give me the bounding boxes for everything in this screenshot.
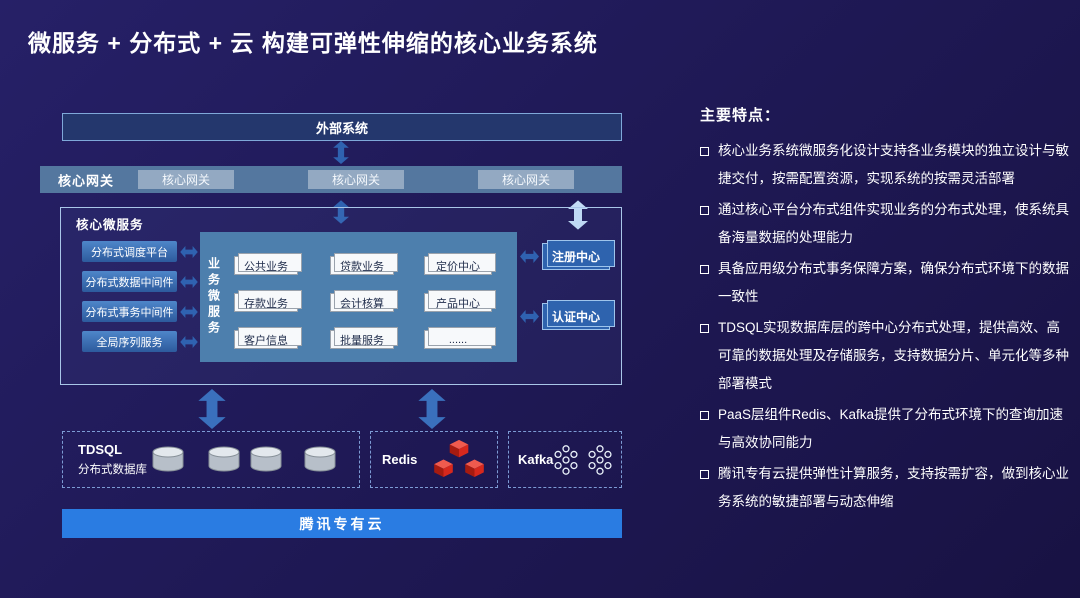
redis-box	[370, 431, 498, 488]
middleware-box: 全局序列服务	[82, 331, 177, 352]
feature-item: 通过核心平台分布式组件实现业务的分布式处理，使系统具备海量数据的处理能力	[700, 196, 1072, 252]
middleware-box: 分布式调度平台	[82, 241, 177, 262]
square-bullet-icon	[700, 411, 709, 420]
horizontal-double-arrow-icon	[180, 306, 198, 318]
feature-item: 核心业务系统微服务化设计支持各业务模块的独立设计与敏捷交付，按需配置资源，实现系…	[700, 137, 1072, 193]
external-system-box: 外部系统	[62, 113, 622, 141]
business-microservices-label: 业务微服务	[206, 257, 221, 337]
page-title: 微服务 + 分布式 + 云 构建可弹性伸缩的核心业务系统	[28, 30, 598, 56]
feature-item: 腾讯专有云提供弹性计算服务，支持按需扩容，做到核心业务系统的敏捷部署与动态伸缩	[700, 460, 1072, 516]
vertical-double-arrow-icon	[198, 389, 226, 429]
database-cylinder-icon	[150, 446, 186, 473]
database-cylinder-icon	[206, 446, 242, 473]
kafka-box	[508, 431, 622, 488]
auth-center-box: 认证中心	[542, 300, 615, 330]
vertical-double-arrow-icon	[418, 389, 446, 429]
square-bullet-icon	[700, 147, 709, 156]
horizontal-double-arrow-icon	[180, 246, 198, 258]
kafka-name: Kafka	[518, 452, 554, 467]
horizontal-double-arrow-icon	[180, 336, 198, 348]
registry-center-box: 注册中心	[542, 240, 615, 270]
features-panel: 主要特点： 核心业务系统微服务化设计支持各业务模块的独立设计与敏捷交付，按需配置…	[700, 104, 1072, 519]
gateway-band-label: 核心网关	[58, 173, 115, 188]
feature-item: TDSQL实现数据库层的跨中心分布式处理，提供高效、高可靠的数据处理及存储服务，…	[700, 314, 1072, 398]
gateway-node: 核心网关	[478, 170, 574, 189]
horizontal-double-arrow-icon	[520, 250, 539, 263]
tdsql-desc: 分布式数据库	[78, 464, 147, 476]
middleware-box: 分布式事务中间件	[82, 301, 177, 322]
service-card: 存款业务	[234, 290, 302, 312]
gateway-node: 核心网关	[308, 170, 404, 189]
service-card: 会计核算	[330, 290, 398, 312]
square-bullet-icon	[700, 470, 709, 479]
service-card: 贷款业务	[330, 253, 398, 275]
vertical-double-arrow-icon	[333, 141, 349, 164]
service-card: 定价中心	[424, 253, 496, 275]
redis-name: Redis	[382, 452, 418, 467]
square-bullet-icon	[700, 206, 709, 215]
middleware-box: 分布式数据中间件	[82, 271, 177, 292]
core-microservices-label: 核心微服务	[76, 218, 144, 232]
gateway-node: 核心网关	[138, 170, 234, 189]
feature-item: PaaS层组件Redis、Kafka提供了分布式环境下的查询加速与高效协同能力	[700, 401, 1072, 457]
square-bullet-icon	[700, 265, 709, 274]
service-card: 公共业务	[234, 253, 302, 275]
feature-text: TDSQL实现数据库层的跨中心分布式处理，提供高效、高可靠的数据处理及存储服务，…	[718, 320, 1069, 391]
tdsql-name: TDSQL	[78, 442, 123, 457]
horizontal-double-arrow-icon	[180, 276, 198, 288]
redis-cubes-icon	[428, 437, 490, 483]
feature-text: PaaS层组件Redis、Kafka提供了分布式环境下的查询加速与高效协同能力	[718, 407, 1064, 450]
service-card: 产品中心	[424, 290, 496, 312]
feature-text: 通过核心平台分布式组件实现业务的分布式处理，使系统具备海量数据的处理能力	[718, 202, 1069, 245]
features-title: 主要特点：	[700, 107, 781, 124]
feature-item: 具备应用级分布式事务保障方案，确保分布式环境下的数据一致性	[700, 255, 1072, 311]
vertical-double-arrow-icon	[333, 194, 349, 230]
square-bullet-icon	[700, 324, 709, 333]
tdsql-box	[62, 431, 360, 488]
kafka-cluster-icon	[552, 441, 580, 479]
database-cylinder-icon	[302, 446, 338, 473]
tencent-cloud-bar: 腾讯专有云	[62, 509, 622, 538]
service-card: 批量服务	[330, 327, 398, 349]
feature-text: 腾讯专有云提供弹性计算服务，支持按需扩容，做到核心业务系统的敏捷部署与动态伸缩	[718, 466, 1069, 509]
kafka-cluster-icon	[586, 441, 614, 479]
service-card: 客户信息	[234, 327, 302, 349]
gateway-band: 核心网关 核心网关 核心网关 核心网关	[40, 166, 622, 193]
database-cylinder-icon	[248, 446, 284, 473]
feature-text: 核心业务系统微服务化设计支持各业务模块的独立设计与敏捷交付，按需配置资源，实现系…	[718, 143, 1069, 186]
horizontal-double-arrow-icon	[520, 310, 539, 323]
service-card: ......	[424, 327, 496, 349]
feature-text: 具备应用级分布式事务保障方案，确保分布式环境下的数据一致性	[718, 261, 1069, 304]
